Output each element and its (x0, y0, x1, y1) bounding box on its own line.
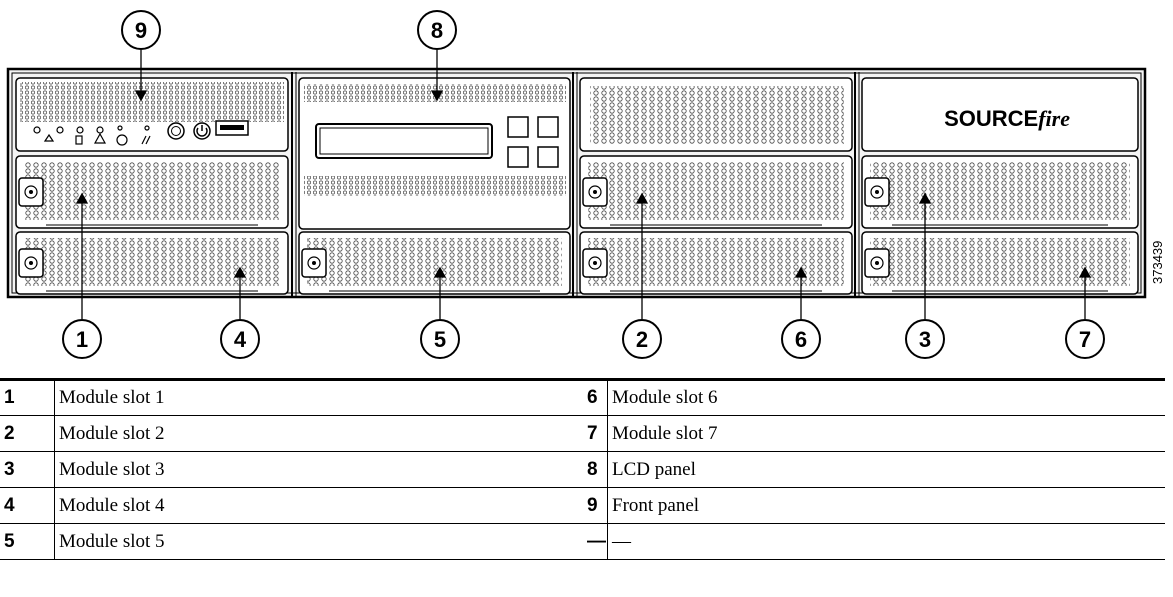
legend-number: 6 (583, 378, 608, 416)
logo-bezel: SOURCEfire (861, 77, 1139, 152)
arrowhead-icon (635, 192, 649, 204)
latch-screw-icon (864, 177, 890, 207)
arrowhead-icon (433, 266, 447, 278)
legend-number: 5 (0, 523, 55, 560)
callout-number: 8 (431, 18, 443, 43)
legend-number: 4 (0, 487, 55, 524)
callout-4: 4 (220, 319, 260, 359)
legend-number: 3 (0, 451, 55, 488)
callout-number: 7 (1079, 327, 1091, 352)
callout-8: 8 (417, 10, 457, 50)
callout-7: 7 (1065, 319, 1105, 359)
latch-screw-icon (582, 248, 608, 278)
sourcefire-logo: SOURCEfire (944, 106, 1070, 131)
legend-description: — (607, 523, 1165, 560)
legend-number: 2 (0, 415, 55, 452)
legend-number: 7 (583, 415, 608, 452)
legend-number: — (583, 523, 608, 560)
legend-number: 1 (0, 378, 55, 416)
module-drawer (15, 231, 289, 295)
callout-number: 1 (76, 327, 88, 352)
usb-port (215, 120, 249, 136)
legend-number: 9 (583, 487, 608, 524)
front-panel (15, 77, 289, 152)
legend-description: Module slot 2 (54, 415, 583, 452)
module-drawer (298, 231, 571, 295)
module-drawer (15, 155, 289, 229)
lcd-panel (298, 77, 571, 230)
latch-screw-icon (301, 248, 327, 278)
module-drawer (861, 231, 1139, 295)
legend-description: Front panel (607, 487, 1165, 524)
module-drawer (579, 231, 853, 295)
latch-screw-icon (18, 248, 44, 278)
callout-9: 9 (121, 10, 161, 50)
power-button-icon (193, 122, 211, 140)
id-button-icon (167, 122, 185, 140)
legend-description: LCD panel (607, 451, 1165, 488)
vent-grille (579, 77, 853, 152)
arrowhead-icon (794, 266, 808, 278)
legend-description: Module slot 5 (54, 523, 583, 560)
callout-1: 1 (62, 319, 102, 359)
legend-description: Module slot 7 (607, 415, 1165, 452)
latch-screw-icon (582, 177, 608, 207)
figure-id: 373439 (1150, 241, 1165, 284)
callout-number: 4 (234, 327, 247, 352)
module-slot-drawers (15, 155, 1139, 295)
arrowhead-icon (1078, 266, 1092, 278)
callout-6: 6 (781, 319, 821, 359)
callout-5: 5 (420, 319, 460, 359)
module-drawer (861, 155, 1139, 229)
arrowhead-icon (233, 266, 247, 278)
chassis-front-view-diagram: SOURCEfire 1 2 3 4 5 6 7 8 9 373439 (6, 10, 1165, 359)
callout-2: 2 (622, 319, 662, 359)
callout-leaders (75, 50, 1092, 319)
callout-3: 3 (905, 319, 945, 359)
latch-screw-icon (18, 177, 44, 207)
arrowhead-icon (918, 192, 932, 204)
arrowhead-icon (75, 192, 89, 204)
callout-number: 6 (795, 327, 807, 352)
arrowhead-icon (430, 90, 444, 102)
callout-number: 9 (135, 18, 147, 43)
callout-number: 2 (636, 327, 648, 352)
module-drawer (579, 155, 853, 229)
legend-description: Module slot 6 (607, 378, 1165, 416)
legend-description: Module slot 3 (54, 451, 583, 488)
status-led-icons (33, 125, 151, 146)
callout-number: 5 (434, 327, 446, 352)
legend-description: Module slot 1 (54, 378, 583, 416)
legend-number: 8 (583, 451, 608, 488)
callout-number: 3 (919, 327, 931, 352)
legend-description: Module slot 4 (54, 487, 583, 524)
arrowhead-icon (134, 90, 148, 102)
latch-screw-icon (864, 248, 890, 278)
